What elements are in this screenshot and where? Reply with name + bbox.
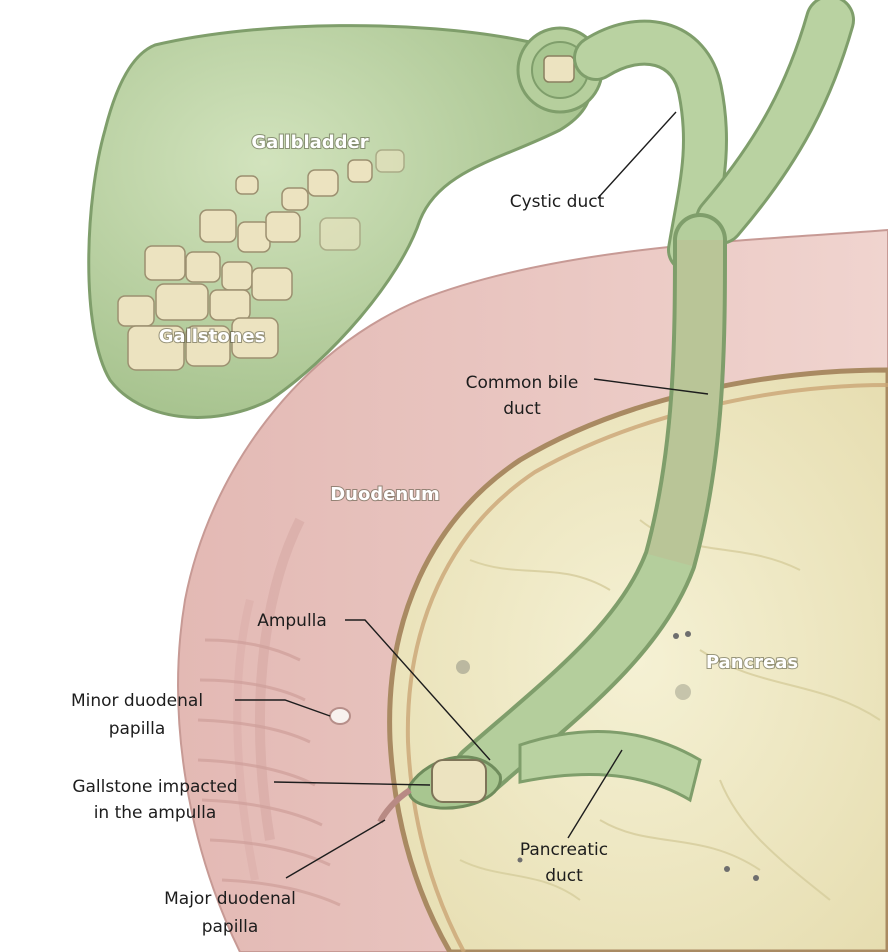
label-gallstones: Gallstones (159, 326, 266, 347)
label-major-papilla-line2: papilla (202, 917, 259, 937)
label-ampulla: Ampulla (257, 611, 327, 631)
cystic-duct-leader (598, 112, 676, 198)
cystic-duct-shape (596, 20, 830, 250)
label-major-papilla-line1: Major duodenal (164, 889, 296, 909)
label-duodenum: Duodenum (330, 484, 440, 505)
label-gallbladder: Gallbladder (251, 132, 368, 153)
label-minor-papilla-line2: papilla (109, 719, 166, 739)
label-pancreas: Pancreas (706, 652, 798, 673)
impacted-gallstone (432, 760, 486, 802)
label-cystic-duct: Cystic duct (510, 192, 605, 212)
label-pancreatic-duct-line2: duct (545, 866, 583, 886)
label-impacted-stone-line2: in the ampulla (94, 803, 217, 823)
label-common-bile-duct-line1: Common bile (466, 373, 579, 393)
minor-papilla-shape (330, 708, 350, 724)
label-pancreatic-duct-line1: Pancreatic (520, 840, 608, 860)
label-common-bile-duct-line2: duct (503, 399, 541, 419)
label-impacted-stone-line1: Gallstone impacted (72, 777, 237, 797)
label-minor-papilla-line1: Minor duodenal (71, 691, 203, 711)
